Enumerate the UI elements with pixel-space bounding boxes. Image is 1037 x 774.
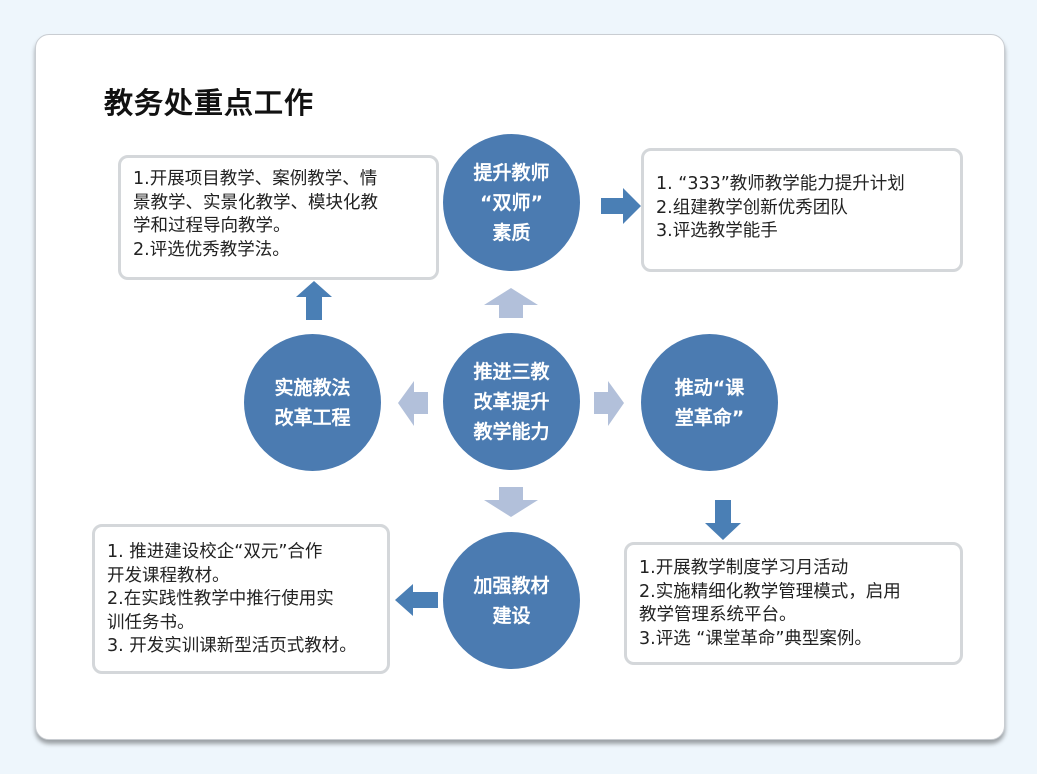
box-line: 3.评选 “课堂革命”典型案例。 xyxy=(639,628,872,649)
node-center-label: 推进三教 改革提升 教学能力 xyxy=(473,360,550,443)
box-line: 1.开展教学制度学习月活动 xyxy=(639,558,849,578)
box-line: 景教学、实景化教学、模块化教 xyxy=(133,192,378,213)
box-line: 2.评选优秀教学法。 xyxy=(133,239,290,260)
node-textbook-label: 加强教材 建设 xyxy=(473,574,550,627)
page-title: 教务处重点工作 xyxy=(104,86,315,120)
node-classroom-revolution-label: 推动“课 堂革命” xyxy=(674,376,745,429)
node-center: 推进三教 改革提升 教学能力 xyxy=(443,333,580,470)
node-textbook: 加强教材 建设 xyxy=(443,532,580,669)
box-line: 2.在实践性教学中推行使用实 xyxy=(107,589,334,609)
box-textbook: 1. 推进建设校企“双元”合作 开发课程教材。 2.在实践性教学中推行使用实 训… xyxy=(92,524,390,674)
arrow-to-top-left-box xyxy=(296,281,332,320)
arrow-to-bottom-right-box xyxy=(705,500,741,540)
box-line: 学和过程导向教学。 xyxy=(133,216,291,236)
node-teacher-quality-label: 提升教师 “双师” 素质 xyxy=(473,161,550,244)
box-teaching-method: 1.开展项目教学、案例教学、情 景教学、实景化教学、模块化教 学和过程导向教学。… xyxy=(118,155,439,280)
arrow-to-bottom-left-box xyxy=(395,584,438,616)
arrow-center-down xyxy=(484,487,538,517)
box-teacher-quality: 1. “333”教师教学能力提升计划 2.组建教学创新优秀团队 3.评选教学能手 xyxy=(641,148,963,272)
node-teaching-method: 实施教法 改革工程 xyxy=(244,334,381,471)
box-line: 3.评选教学能手 xyxy=(656,221,778,241)
arrow-center-up xyxy=(484,288,538,318)
box-classroom-revolution: 1.开展教学制度学习月活动 2.实施精细化教学管理模式，启用 教学管理系统平台。… xyxy=(624,542,963,665)
node-teaching-method-label: 实施教法 改革工程 xyxy=(274,376,351,429)
box-line: 1. 推进建设校企“双元”合作 xyxy=(107,542,323,562)
box-line: 开发课程教材。 xyxy=(107,565,230,586)
box-line: 2.组建教学创新优秀团队 xyxy=(656,197,848,218)
box-line: 1. “333”教师教学能力提升计划 xyxy=(656,174,905,194)
box-line: 1.开展项目教学、案例教学、情 xyxy=(133,169,378,189)
box-line: 2.实施精细化教学管理模式，启用 xyxy=(639,581,901,602)
box-line: 3. 开发实训课新型活页式教材。 xyxy=(107,636,357,656)
arrow-center-right xyxy=(594,381,624,426)
node-teacher-quality: 提升教师 “双师” 素质 xyxy=(443,134,580,271)
arrow-to-top-right-box xyxy=(601,188,641,224)
arrow-center-left xyxy=(398,381,428,426)
box-line: 教学管理系统平台。 xyxy=(639,605,797,625)
node-classroom-revolution: 推动“课 堂革命” xyxy=(641,334,778,471)
box-line: 训任务书。 xyxy=(107,612,195,633)
